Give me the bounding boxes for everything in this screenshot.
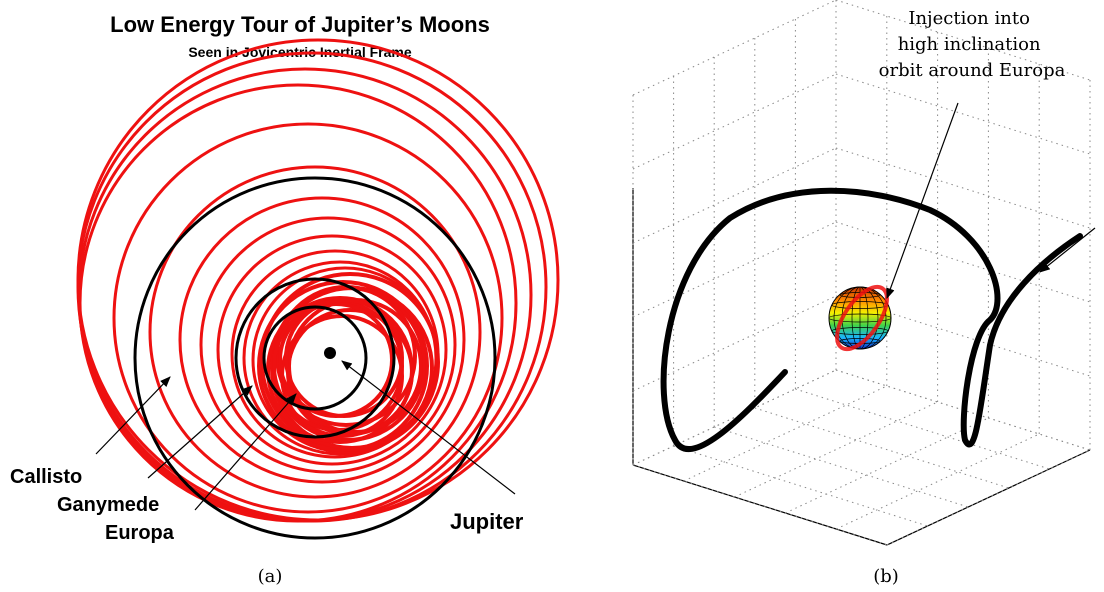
callisto-label: Callisto xyxy=(10,466,82,488)
grid-line xyxy=(673,445,928,527)
grid-line xyxy=(754,407,1009,489)
grid-line xyxy=(835,73,1091,155)
spiral-trajectory xyxy=(660,187,1083,453)
trajectory-loop xyxy=(275,285,417,427)
europa-globe xyxy=(828,284,892,352)
trajectory-loop xyxy=(148,165,482,499)
trajectory-loop xyxy=(284,298,404,418)
callisto-arrow xyxy=(95,376,171,455)
grid-lines xyxy=(632,0,1091,546)
grid-line xyxy=(632,464,888,546)
grid-line xyxy=(835,0,1091,81)
injection-annotation: Injection into high inclination orbit ar… xyxy=(879,8,1066,81)
grid-line xyxy=(632,0,837,96)
grid-line xyxy=(734,401,938,498)
grid-line xyxy=(785,417,989,514)
trajectory-loop xyxy=(78,83,518,523)
panel-b-caption: (b) xyxy=(873,566,899,587)
ganymede-label: Ganymede xyxy=(57,494,159,516)
panel-a: Low Energy Tour of Jupiter’s Moons Seen … xyxy=(10,12,560,587)
jupiter-label: Jupiter xyxy=(450,509,524,534)
ganymede-orbit xyxy=(234,277,396,439)
grid-line xyxy=(632,147,837,244)
annotation-arrows xyxy=(886,102,1096,300)
approach-arrow xyxy=(1039,227,1096,273)
europa-label: Europa xyxy=(105,522,175,544)
europa-orbit xyxy=(262,305,368,411)
grid-line xyxy=(835,221,1091,303)
trajectory-loop xyxy=(216,234,448,466)
grid-line xyxy=(632,221,837,318)
spacecraft-trajectory xyxy=(76,38,560,523)
grid-line xyxy=(835,433,1040,530)
trajectory-loop xyxy=(278,302,394,418)
panel-b: Injection into high inclination orbit ar… xyxy=(632,0,1096,587)
injection-orbit-ring xyxy=(835,284,889,352)
grid-line xyxy=(714,426,969,508)
panel-a-title: Low Energy Tour of Jupiter’s Moons xyxy=(110,12,490,37)
grid-line xyxy=(683,385,888,482)
label-arrows xyxy=(95,360,516,511)
injection-arrow xyxy=(886,102,959,300)
trajectory-loop xyxy=(178,196,466,484)
jupiter-dot xyxy=(324,347,336,359)
trajectory-loop xyxy=(199,216,457,474)
moon-orbits xyxy=(133,176,497,540)
panel-a-caption: (a) xyxy=(258,566,283,587)
grid-line xyxy=(795,388,1050,470)
grid-line xyxy=(835,147,1091,229)
trajectory-loop xyxy=(257,280,429,452)
callisto-orbit xyxy=(133,176,497,540)
europa-arrow xyxy=(194,393,297,511)
ganymede-arrow xyxy=(147,385,253,479)
trajectory-loop xyxy=(112,122,504,514)
grid-line xyxy=(632,73,837,170)
axes-box xyxy=(632,188,1091,546)
jupiter-arrow xyxy=(341,360,516,495)
